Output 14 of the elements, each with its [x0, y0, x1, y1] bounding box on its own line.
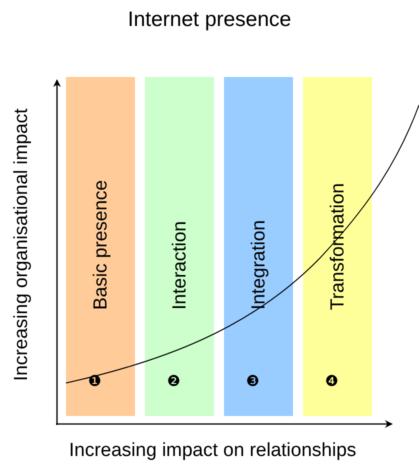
- stage-label: Integration: [249, 220, 268, 310]
- stage-band: [224, 77, 293, 416]
- stage-label: Basic presence: [91, 180, 110, 310]
- stage-band: [303, 77, 372, 416]
- stage-label: Interaction: [170, 221, 189, 310]
- stage-number: ❷: [167, 374, 180, 389]
- diagram-title: Internet presence: [126, 8, 292, 32]
- axis-label: Increasing organisational impact: [12, 108, 31, 384]
- stage-band: [66, 77, 135, 416]
- stage-number: ❹: [325, 374, 338, 389]
- axis-label: Increasing impact on relationships: [69, 441, 356, 460]
- stage-band: [145, 77, 214, 416]
- stage-number: ❸: [246, 374, 260, 389]
- stage-label: Transformation: [328, 182, 347, 310]
